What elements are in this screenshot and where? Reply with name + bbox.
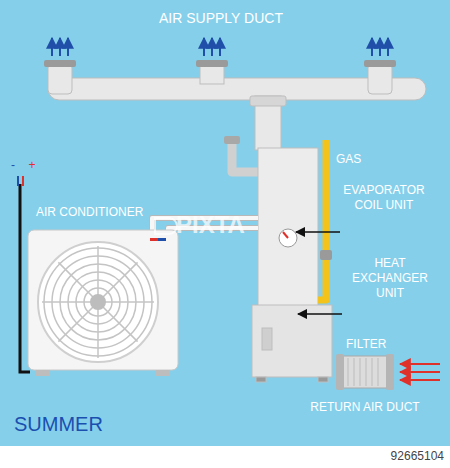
- duct-label: RETURN AIR DUCT: [290, 400, 440, 415]
- part-label: HEAT EXCHANGER UNIT: [346, 256, 434, 301]
- polarity-sign: -: [8, 158, 18, 173]
- supply-arrow: [379, 38, 381, 56]
- fan-spoke: [98, 262, 138, 302]
- supply-arrow: [59, 38, 61, 56]
- fan-spoke: [58, 302, 98, 342]
- gas-pipe: [318, 140, 326, 300]
- return-arrow: [400, 363, 440, 365]
- filter: [336, 354, 394, 390]
- fan-spoke: [42, 301, 98, 303]
- return-air-arrows: [400, 364, 440, 380]
- mesh-line: [354, 358, 355, 386]
- air-conditioner-unit: [28, 230, 178, 376]
- mesh-line: [378, 358, 379, 386]
- part-label: FILTER: [346, 337, 406, 352]
- supply-arrow: [371, 38, 373, 56]
- return-arrow: [400, 379, 440, 381]
- fan-spoke: [97, 246, 99, 302]
- polarity-sign: +: [26, 158, 38, 173]
- image-id: 92665104: [340, 449, 444, 464]
- mesh-line: [360, 358, 361, 386]
- footer-strip: [0, 446, 450, 468]
- return-arrow: [400, 371, 440, 373]
- fan-spoke: [98, 302, 138, 342]
- pointer-arrow: [296, 231, 340, 233]
- fan-grille: [42, 246, 154, 358]
- mesh-line: [372, 358, 373, 386]
- supply-arrow: [67, 38, 69, 56]
- watermark: PIXTA: [176, 210, 266, 240]
- gas-label: GAS: [336, 152, 396, 167]
- supply-arrow: [387, 38, 389, 56]
- supply-arrow: [211, 38, 213, 56]
- supply-air-arrows: [52, 38, 388, 56]
- duct-vents: [44, 60, 396, 67]
- furnace: [252, 148, 332, 382]
- gas-valve: [320, 250, 332, 260]
- season-title: SUMMER: [14, 412, 134, 437]
- flue-pipe: [232, 142, 260, 172]
- fan-hub: [90, 294, 106, 310]
- mesh-line: [348, 358, 349, 386]
- wire-negative: [17, 176, 19, 186]
- part-label: EVAPORATOR COIL UNIT: [334, 183, 434, 213]
- flue-cap: [224, 136, 240, 144]
- filter-mesh: [348, 358, 378, 386]
- fan-spoke: [58, 262, 98, 302]
- supply-arrow: [203, 38, 205, 56]
- wire-positive: [22, 176, 24, 186]
- supply-arrow: [219, 38, 221, 56]
- watermark-icon: [155, 218, 177, 234]
- duct-label: AIR SUPPLY DUCT: [0, 10, 446, 28]
- air-supply-duct: [48, 64, 426, 150]
- supply-arrow: [51, 38, 53, 56]
- pointer-arrow: [298, 313, 342, 315]
- fan-spoke: [98, 301, 154, 303]
- part-label: AIR CONDITIONER: [36, 205, 148, 220]
- fan-spoke: [97, 302, 99, 358]
- mesh-line: [366, 358, 367, 386]
